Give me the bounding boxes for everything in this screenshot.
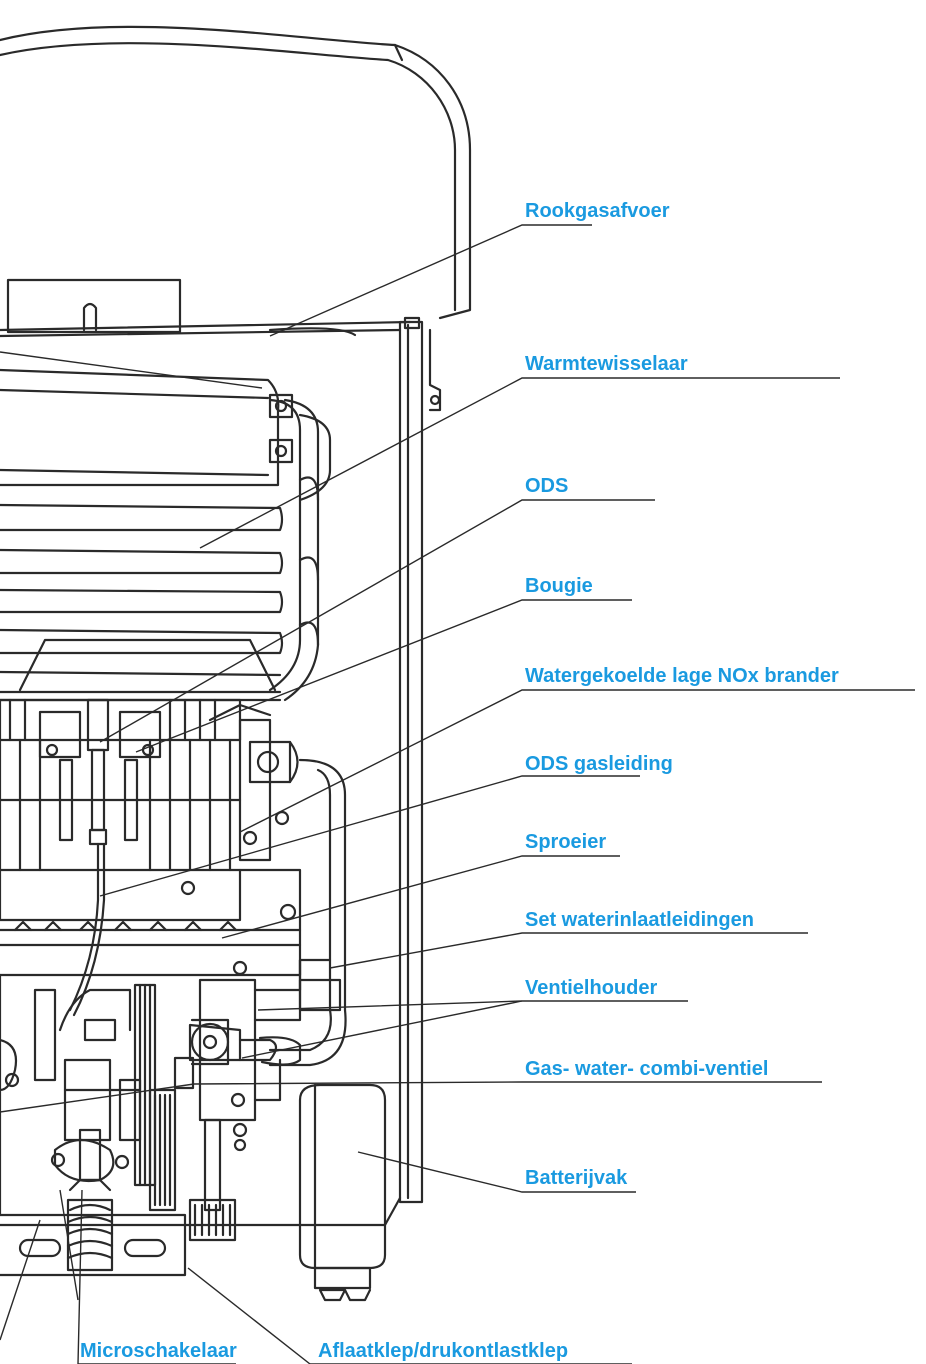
leader-lines [0,224,915,1364]
manifold [0,870,300,975]
leader-brander [239,689,915,833]
leader-left-top [0,351,263,389]
label-bougie: Bougie [525,575,593,597]
leader-sproeier [221,855,620,939]
label-waterinlaat: Set waterinlaatleidingen [525,909,754,931]
burner-hood [20,640,275,690]
leader-warmtewisselaar [199,377,840,549]
leader-left-bottom [0,1219,41,1341]
label-sproeier: Sproeier [525,831,606,853]
leader-waterinlaat [329,932,808,969]
label-microschakelaar: Microschakelaar [80,1340,237,1362]
leader-rookgasafvoer [269,224,592,337]
top-plate [0,322,410,330]
leader-combi-ventiel-b [0,1083,195,1113]
leader-ods-gasleiding [99,775,640,897]
label-brander: Watergekoelde lage NOx brander [525,665,839,687]
label-combi-ventiel: Gas- water- combi-ventiel [525,1058,768,1080]
heater-drawing [0,27,470,1300]
leader-microschakelaar [77,1189,236,1364]
leader-ventielhouder-a [257,1000,688,1011]
leader-ods [99,499,655,743]
draft-hood-box [8,280,180,332]
label-ventielhouder: Ventielhouder [525,977,657,999]
combi-valve [175,960,330,1240]
leader-combi-ventiel [193,1081,822,1085]
label-rookgasafvoer: Rookgasafvoer [525,200,670,222]
leader-aflaatklep [187,1267,311,1364]
burner-assembly [0,700,345,1015]
inlet-pipe [270,1010,331,1050]
label-ods-gasleiding: ODS gasleiding [525,753,673,775]
battery-box [300,1085,385,1300]
leader-microschakelaar-b [59,1189,79,1301]
lower-housing [0,975,185,1275]
leader-bougie [135,599,632,753]
label-aflaatklep: Aflaatklep/drukontlastklep [318,1340,568,1362]
casing-right [400,322,422,1202]
heat-exchanger [0,370,330,700]
label-batterijvak: Batterijvak [525,1167,628,1189]
flue-hood [0,27,470,318]
label-warmtewisselaar: Warmtewisselaar [525,353,688,375]
leader-batterijvak [357,1151,636,1193]
label-ods: ODS [525,475,568,497]
callout-labels: Rookgasafvoer Warmtewisselaar ODS Bougie… [80,200,839,1362]
leader-ventielhouder-b [241,1000,523,1059]
